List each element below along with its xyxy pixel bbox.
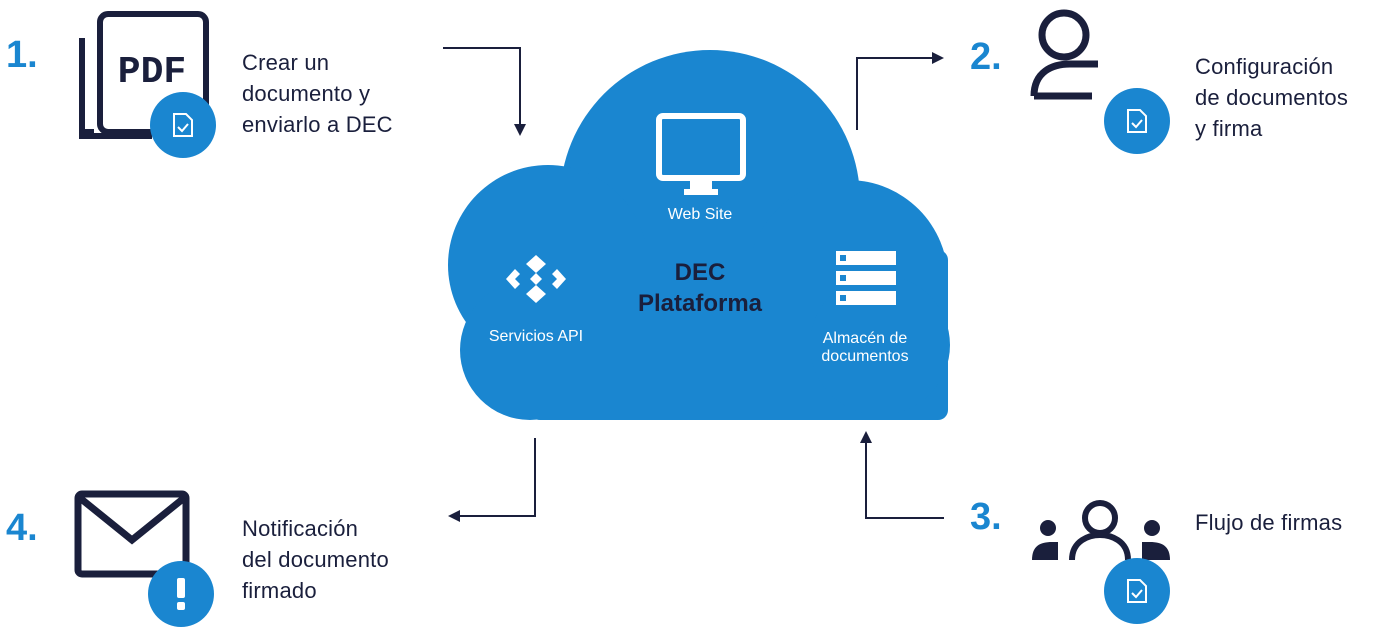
api-icon: [506, 255, 566, 303]
document-check-icon: [1127, 109, 1147, 133]
step-4-number: 4.: [6, 507, 38, 549]
alert-badge-step4: [148, 561, 214, 627]
document-check-icon: [173, 113, 193, 137]
step-4-text: Notificación del documento firmado: [242, 516, 389, 603]
document-check-badge-step2: [1104, 88, 1170, 154]
document-check-badge-step3: [1104, 558, 1170, 624]
step-3-text: Flujo de firmas: [1195, 510, 1343, 535]
step-3-number: 3.: [970, 496, 1002, 538]
user-icon: [1030, 9, 1098, 100]
group-icon: [1032, 500, 1170, 561]
platform-title: DEC Plataforma: [637, 259, 763, 317]
arrow-cloud-to-step2: [856, 52, 944, 130]
storage-icon: [836, 251, 896, 305]
monitor-icon: [656, 113, 746, 195]
document-check-badge-step1: [150, 92, 216, 158]
arrow-step1-to-cloud: [443, 47, 526, 136]
arrow-cloud-to-step4: [448, 438, 536, 522]
arrow-step3-to-cloud: [860, 431, 944, 519]
web-site-label: Web Site: [667, 206, 733, 223]
step-2-text: Configuración de documentos y firma: [1195, 54, 1349, 141]
pdf-label: PDF: [118, 51, 186, 94]
step-1-text: Crear un documento y enviarlo a DEC: [242, 50, 393, 137]
exclamation-icon: [177, 578, 185, 610]
envelope-icon: [74, 490, 190, 578]
document-storage-label: Almacén de documentos: [821, 330, 909, 365]
platform-cloud: [448, 50, 950, 420]
step-1-number: 1.: [6, 34, 38, 76]
document-check-icon: [1127, 579, 1147, 603]
step-2-number: 2.: [970, 36, 1002, 78]
api-services-label: Servicios API: [488, 328, 584, 345]
